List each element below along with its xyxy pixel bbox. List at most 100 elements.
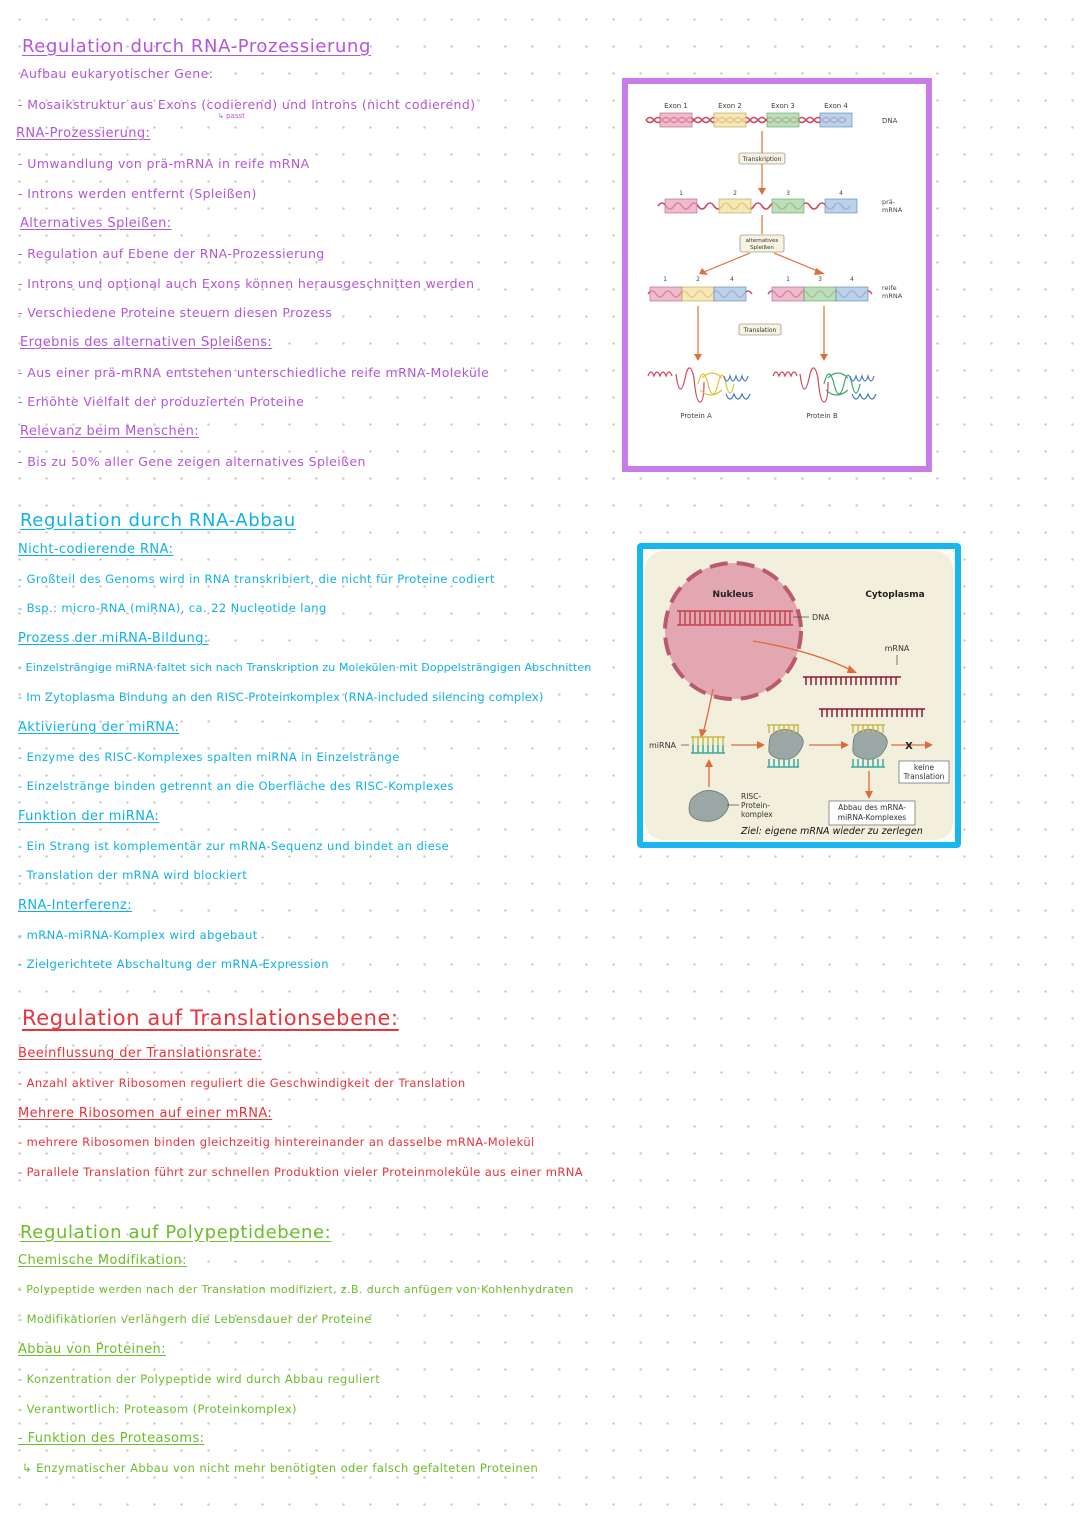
section1-line: - Aus einer prä-mRNA entstehen unterschi… [18,365,490,380]
no-translation-label: keine [914,763,935,772]
arrowhead [757,741,765,749]
translation-label: Translation [743,327,777,334]
alternative-splicing-diagram: Exon 1 Exon 2 Exon 3 Exon 4 DNA Transkri… [645,102,903,420]
exon-box [766,112,800,128]
section1-line: Ergebnis des alternativen Spleißens: [20,335,273,350]
section3-line: Beeinflussung der Translationsrate: [18,1046,262,1061]
degradation-box [828,800,916,826]
section3-line: - mehrere Ribosomen binden gleichzeitig … [18,1135,535,1149]
arrowhead [694,354,702,361]
exon-box [803,286,837,302]
exon-label: Exon 4 [824,102,848,110]
section4-line: - Funktion des Proteasoms: [18,1431,205,1446]
section1-title: Regulation durch RNA-Prozessierung [22,36,372,57]
mrna-strand-2 [819,708,925,717]
exon-label: Exon 2 [718,102,742,110]
exon-label: Exon 1 [664,102,688,110]
risc-label: Protein- [741,801,770,810]
exon-box [713,286,747,302]
section2-line: - Translation der mRNA wird blockiert [18,868,248,882]
arrowhead [841,741,849,749]
section1-line: - Introns werden entfernt (Spleißen) [18,186,257,201]
transcription-box [738,152,786,165]
small-note: ↳ passt [218,112,245,120]
arrowhead [925,741,933,749]
section4-line: ↳ Enzymatischer Abbau von nicht mehr ben… [22,1461,539,1475]
protein-a [647,367,751,403]
risc-complex-1 [767,724,804,768]
section4-line: - Modifikationen verlängern die Lebensda… [18,1312,372,1326]
alt-splicing-label: alternatives [746,238,779,244]
section1-line: Aufbau eukaryotischer Gene: [20,66,214,81]
dna-label: DNA [812,613,830,622]
pre-mrna-label: mRNA [882,206,903,214]
right-number: 4 [850,276,854,283]
section1-line: Relevanz beim Menschen: [20,424,199,439]
exon-box [835,286,869,302]
section2-title: Regulation durch RNA-Abbau [20,510,296,531]
mirna-label: miRNA [649,741,677,750]
arrow [773,252,821,273]
pre-number: 4 [839,190,843,197]
mature-label: reife [882,284,897,292]
dna-label: DNA [882,117,898,125]
section2-line: RNA-Interferenz: [18,898,133,913]
section3-line: Mehrere Ribosomen auf einer mRNA: [18,1106,273,1121]
arrowhead [865,791,873,799]
section2-line: - Enzyme des RISC-Komplexes spalten miRN… [18,750,400,764]
risc-complex-2 [851,724,888,768]
exon-label: Exon 3 [771,102,795,110]
nucleus-label: Nukleus [713,590,754,600]
left-number: 2 [696,276,700,283]
section4-line: - Konzentration der Polypeptide wird dur… [18,1372,381,1386]
section1-line: RNA-Prozessierung: [16,126,151,141]
arrowhead [820,354,828,361]
arrowhead [705,759,713,767]
arrowhead [699,268,708,275]
section1-line: - Introns und optional auch Exons können… [18,276,475,291]
cytoplasm-label: Cytoplasma [865,590,924,600]
handwritten-note: Ziel: eigene mRNA wieder zu zerlegen [741,826,923,837]
pre-number: 2 [733,190,737,197]
arrowhead [758,188,766,195]
exon-box [649,286,683,302]
section4-title: Regulation auf Polypeptidebene: [20,1222,332,1243]
arrow [752,640,854,672]
left-number: 4 [730,276,734,283]
block-x: X [905,741,913,752]
section1-line: - Bis zu 50% aller Gene zeigen alternati… [18,454,366,469]
section2-line: - Bsp.: micro-RNA (miRNA), ca. 22 Nucleo… [18,601,327,615]
transcription-label: Transkription [742,156,782,163]
section4-line: Chemische Modifikation: [18,1253,187,1268]
section4-line: - Verantwortlich: Proteasom (Proteinkomp… [18,1402,297,1416]
pre-number: 1 [679,190,683,197]
no-translation-label: Translation [903,772,945,781]
mature-label: mRNA [882,292,903,300]
exon-box [771,198,805,214]
alt-splicing-label: Spleißen [750,245,774,251]
exon-box [824,198,858,214]
nucleus [663,561,803,701]
section1-line: - Umwandlung von prä-mRNA in reife mRNA [18,156,310,171]
section1-line: Alternatives Spleißen: [20,216,172,231]
section2-line: - Ein Strang ist komplementär zur mRNA-S… [18,839,450,853]
risc-free [688,790,729,822]
exon-box [659,112,693,128]
arrowhead [847,665,857,673]
exon-box [664,198,698,214]
section2-line: Funktion der miRNA: [18,809,160,824]
section2-line: - Im Zytoplasma Bindung an den RISC-Prot… [18,690,544,704]
section3-line: - Anzahl aktiver Ribosomen reguliert die… [18,1076,466,1090]
right-number: 3 [818,276,822,283]
section2-line: - Großteil des Genoms wird in RNA transk… [18,572,495,586]
section2-line: - mRNA-miRNA-Komplex wird abgebaut [18,928,258,942]
arrow [703,252,751,273]
section1-line: - Erhöhte Vielfalt der produzierten Prot… [18,394,305,409]
exon-box [718,198,752,214]
rna-interference-diagram: Nukleus Cytoplasma DNA mRNA miRNA [645,551,953,840]
section2-line: Prozess der miRNA-Bildung: [18,631,209,646]
degradation-label: miRNA-Komplexes [838,813,906,822]
arrowhead [699,729,707,738]
section4-line: Abbau von Proteinen: [18,1342,166,1357]
section1-line: - Regulation auf Ebene der RNA-Prozessie… [18,246,325,261]
